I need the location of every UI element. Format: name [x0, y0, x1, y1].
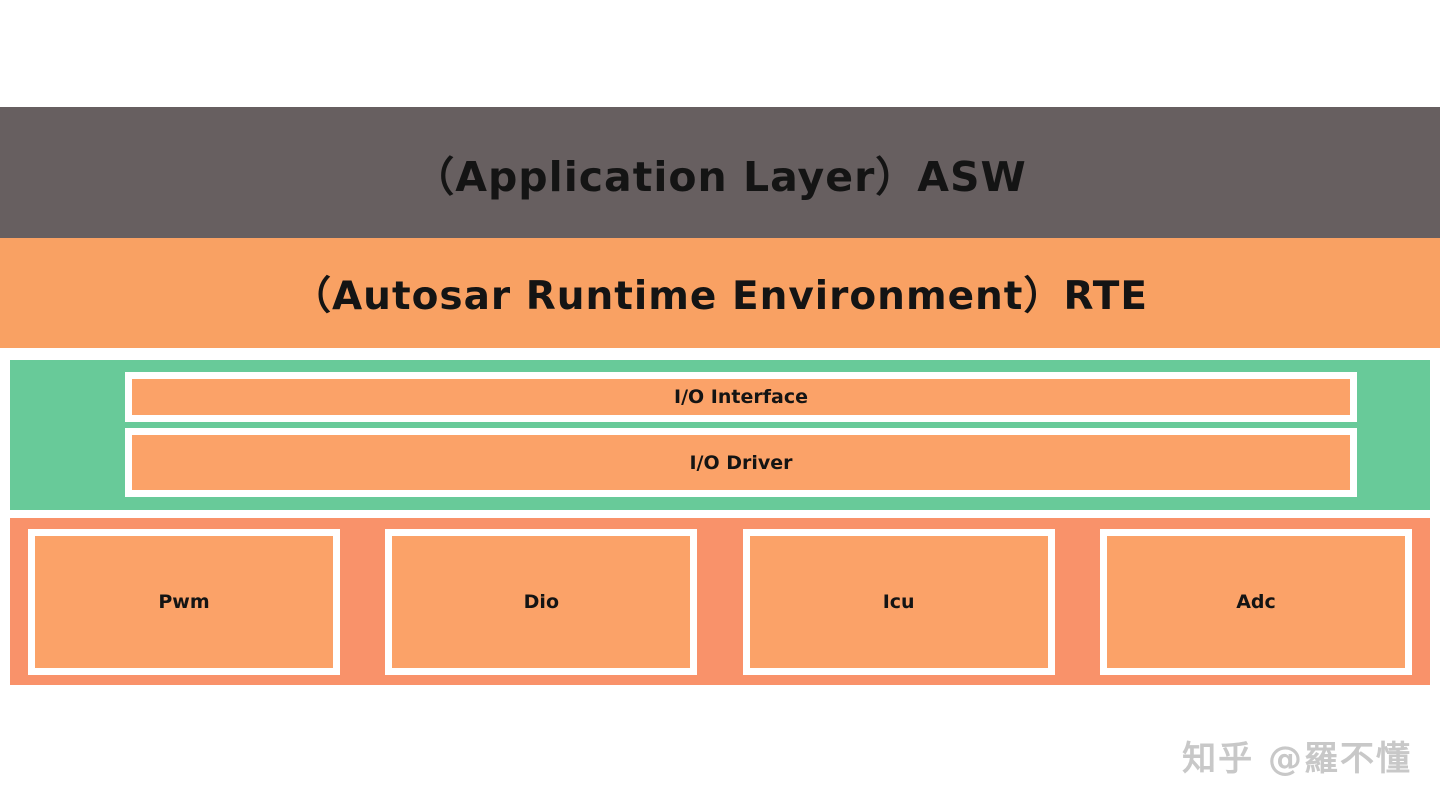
- driver-label-icu: Icu: [882, 590, 915, 613]
- application-layer-band: （Application Layer）ASW: [0, 107, 1440, 238]
- io-interface-label: I/O Interface: [674, 386, 808, 408]
- mcal-driver-section: Pwm Dio Icu Adc: [10, 518, 1430, 685]
- io-driver-label: I/O Driver: [689, 451, 793, 474]
- driver-box-pwm: Pwm: [28, 528, 340, 675]
- zhihu-watermark: 知乎 @羅不懂: [1182, 739, 1412, 779]
- rte-band: （Autosar Runtime Environment）RTE: [0, 238, 1440, 348]
- rte-title: （Autosar Runtime Environment）RTE: [292, 274, 1148, 319]
- driver-label-adc: Adc: [1236, 590, 1276, 613]
- application-layer-title: （Application Layer）ASW: [413, 152, 1027, 201]
- io-driver-bar: I/O Driver: [125, 428, 1357, 497]
- driver-label-pwm: Pwm: [158, 590, 210, 613]
- driver-box-dio: Dio: [385, 528, 698, 675]
- driver-box-icu: Icu: [742, 528, 1055, 675]
- driver-label-dio: Dio: [523, 590, 559, 613]
- io-hardware-abstraction-section: I/O Interface I/O Driver: [10, 360, 1430, 510]
- io-interface-bar: I/O Interface: [125, 372, 1357, 422]
- driver-box-adc: Adc: [1099, 528, 1412, 675]
